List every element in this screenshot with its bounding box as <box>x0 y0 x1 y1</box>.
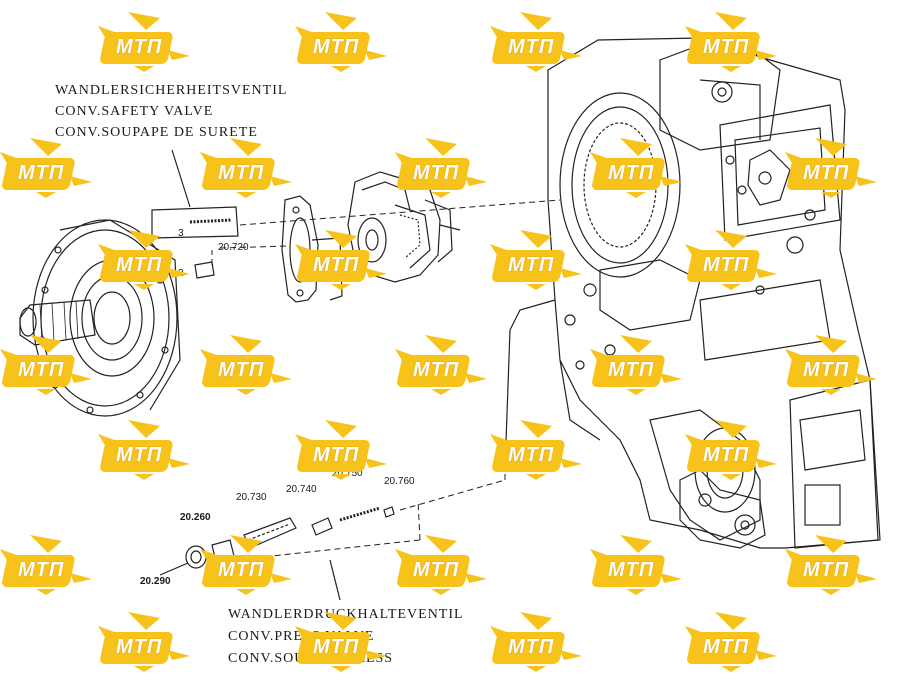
part-number-20-720: 20.720 <box>218 242 249 253</box>
safety-valve-label-de: WANDLERSICHERHEITSVENTIL <box>55 83 288 98</box>
part-number-20-750: 20.750 <box>332 468 363 479</box>
part-number-20-260: 20.260 <box>180 512 211 523</box>
press-valve-label-de: WANDLERDRUCKHALTEVENTIL <box>228 607 464 622</box>
safety-valve-parts <box>151 149 239 279</box>
transmission-housing <box>504 37 881 549</box>
converter-flange <box>19 219 181 417</box>
part-number-20-290: 20.290 <box>140 576 171 587</box>
part-number-20-740: 20.740 <box>286 484 317 495</box>
press-valve-label-fr: CONV.SOUPAPE PRESS <box>228 651 394 666</box>
press-valve-label-en: CONV.PRESS.VALVE <box>228 629 375 644</box>
part-number-20-730: 20.730 <box>236 492 267 503</box>
pump-housing <box>347 171 461 283</box>
gasket-plate <box>281 195 343 303</box>
safety-valve-label-fr: CONV.SOUPAPE DE SURETE <box>55 125 258 140</box>
part-number-2: 2 <box>178 268 184 279</box>
safety-valve-label-en: CONV.SAFETY VALVE <box>55 104 214 119</box>
part-number-20-760: 20.760 <box>384 476 415 487</box>
part-number-3: 3 <box>178 228 184 239</box>
